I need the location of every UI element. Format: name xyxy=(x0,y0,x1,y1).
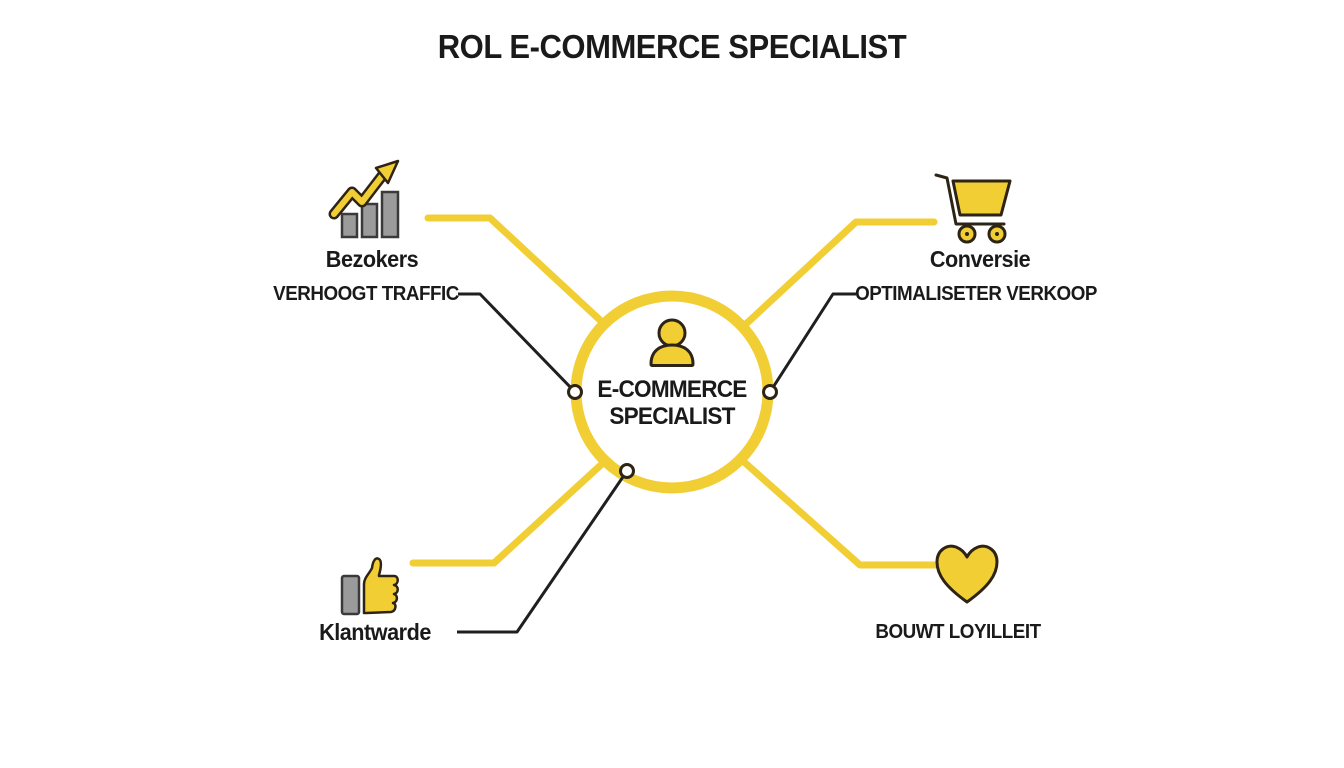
page-title: ROL E-COMMERCE SPECIALIST xyxy=(437,28,907,65)
connector-top-right-yellow xyxy=(742,218,938,328)
branch-label-bottom-right: BOUWT LOYILLEIT xyxy=(875,621,1041,643)
branch-sublabel-top-left: VERHOOGT TRAFFIC xyxy=(273,283,459,305)
callout-line-left xyxy=(458,292,577,394)
hub-title: E-COMMERCE SPECIALIST xyxy=(597,376,747,430)
connector-top-left-yellow xyxy=(424,214,605,325)
connector-bottom-right-yellow xyxy=(739,457,940,569)
growth-chart-icon xyxy=(328,159,400,239)
person-icon xyxy=(649,318,695,367)
heart-icon xyxy=(935,544,999,604)
branch-sublabel-top-right: OPTIMALISETER VERKOOP xyxy=(855,283,1097,305)
connector-bottom-left-yellow xyxy=(409,459,607,567)
node-dot-left xyxy=(567,384,583,400)
hub-title-line1: E-COMMERCE xyxy=(597,376,747,403)
callout-line-right xyxy=(768,292,856,393)
hub-title-line2: SPECIALIST xyxy=(609,403,735,430)
shopping-cart-icon xyxy=(934,173,1012,244)
callout-line-bottom-left xyxy=(457,470,629,634)
thumbs-up-icon xyxy=(340,557,399,616)
node-dot-right xyxy=(762,384,778,400)
branch-label-bottom-left: Klantwarde xyxy=(319,619,431,645)
branch-label-top-right: Conversie xyxy=(929,246,1031,272)
branch-label-top-left: Bezokers xyxy=(325,246,419,272)
node-dot-bottom-left xyxy=(619,463,635,479)
